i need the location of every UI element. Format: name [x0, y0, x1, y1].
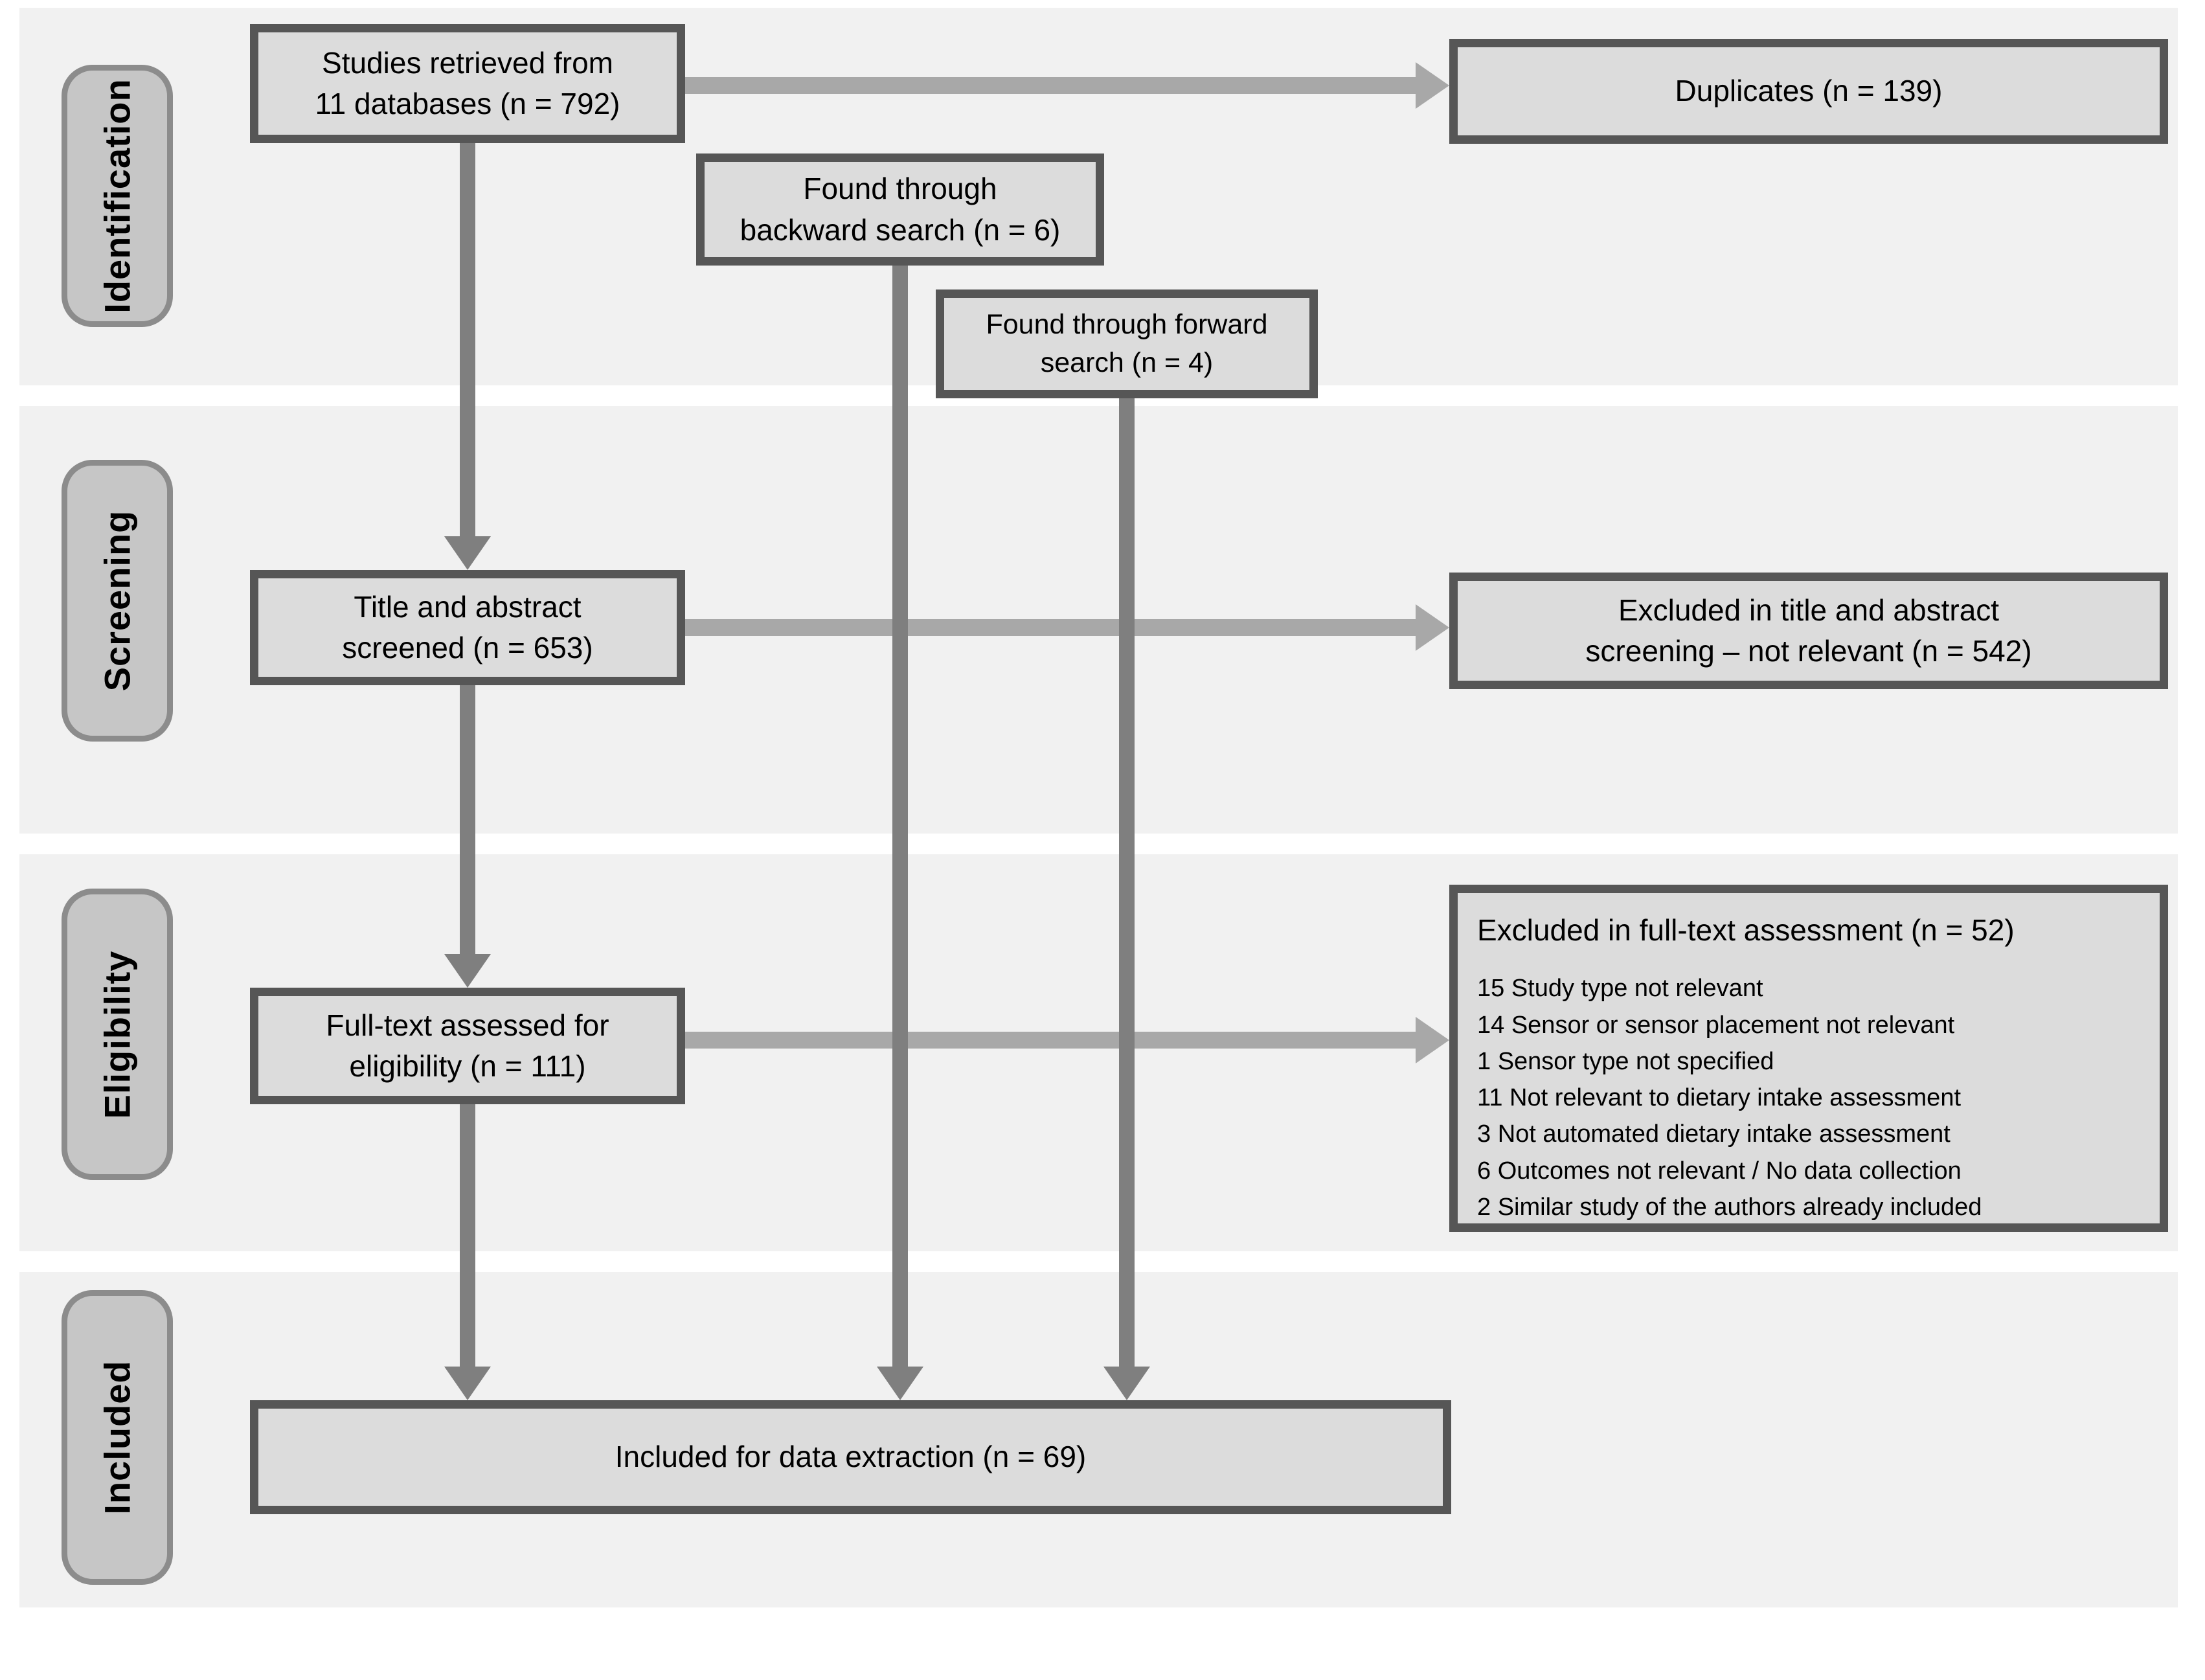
box-backward-search-line1: Found through: [803, 172, 997, 206]
box-included-data-extraction-line1: Included for data extraction (n = 69): [615, 1440, 1087, 1474]
box-studies-retrieved-line1: Studies retrieved from: [322, 45, 613, 80]
arrow-studies-to-duplicates: [680, 77, 1416, 94]
box-studies-retrieved-line2: 11 databases (n = 792): [315, 87, 620, 120]
excluded-reason-item: 6 Outcomes not relevant / No data collec…: [1477, 1157, 1962, 1185]
box-duplicates-line1: Duplicates (n = 139): [1675, 74, 1943, 108]
box-excluded-title-abstract-line2: screening – not relevant (n = 542): [1585, 634, 2032, 668]
excluded-reason-item: 11 Not relevant to dietary intake assess…: [1477, 1084, 1962, 1112]
box-backward-search-line2: backward search (n = 6): [740, 212, 1061, 247]
arrow-forward-search-to-included-arrowhead: [1103, 1367, 1150, 1400]
box-included-data-extraction: Included for data extraction (n = 69): [250, 1400, 1451, 1514]
box-title-abstract-screened-line1: Title and abstract: [354, 589, 582, 624]
arrow-title-screened-to-fulltext: [460, 683, 475, 956]
phase-label-identification-text: Identification: [96, 78, 138, 313]
arrow-title-screened-to-excluded: [680, 619, 1416, 636]
arrow-backward-search-to-included-arrowhead: [877, 1367, 923, 1400]
phase-label-included: Included: [62, 1290, 173, 1585]
excluded-reason-item: 15 Study type not relevant: [1477, 975, 1763, 1003]
box-backward-search: Found through backward search (n = 6): [696, 153, 1104, 266]
arrow-backward-search-to-included: [892, 264, 908, 1367]
phase-label-identification: Identification: [62, 65, 173, 327]
excluded-reason-item: 1 Sensor type not specified: [1477, 1047, 1774, 1075]
arrow-fulltext-to-included-arrowhead: [444, 1367, 491, 1400]
box-excluded-title-abstract-line1: Excluded in title and abstract: [1618, 593, 2000, 627]
box-fulltext-assessed: Full-text assessed for eligibility (n = …: [250, 988, 685, 1104]
arrow-fulltext-to-excluded: [680, 1032, 1416, 1049]
phase-label-eligibility: Eligibility: [62, 889, 173, 1180]
excluded-reason-item: 2 Similar study of the authors already i…: [1477, 1193, 1982, 1221]
box-excluded-title-abstract: Excluded in title and abstract screening…: [1449, 573, 2168, 689]
arrow-studies-to-title-screened-arrowhead: [444, 536, 491, 570]
arrow-forward-search-to-included: [1119, 397, 1135, 1367]
excluded-reason-item: 14 Sensor or sensor placement not releva…: [1477, 1011, 1955, 1039]
box-title-abstract-screened: Title and abstract screened (n = 653): [250, 570, 685, 685]
phase-label-screening: Screening: [62, 460, 173, 742]
phase-label-included-text: Included: [96, 1360, 138, 1515]
excluded-reason-item: 3 Not automated dietary intake assessmen…: [1477, 1120, 1951, 1148]
arrow-studies-to-title-screened: [460, 141, 475, 536]
box-duplicates: Duplicates (n = 139): [1449, 39, 2168, 144]
phase-label-screening-text: Screening: [96, 510, 138, 692]
arrow-fulltext-to-excluded-arrowhead: [1416, 1017, 1449, 1063]
arrow-studies-to-duplicates-arrowhead: [1416, 62, 1449, 109]
phase-label-eligibility-text: Eligibility: [96, 950, 138, 1118]
box-title-abstract-screened-line2: screened (n = 653): [342, 631, 593, 664]
box-studies-retrieved: Studies retrieved from 11 databases (n =…: [250, 24, 685, 143]
box-excluded-fulltext: Excluded in full-text assessment (n = 52…: [1449, 885, 2168, 1232]
arrow-fulltext-to-included: [460, 1102, 475, 1367]
box-fulltext-assessed-line2: eligibility (n = 111): [349, 1049, 586, 1083]
box-fulltext-assessed-line1: Full-text assessed for: [326, 1008, 609, 1042]
arrow-title-screened-to-fulltext-arrowhead: [444, 954, 491, 988]
arrow-title-screened-to-excluded-arrowhead: [1416, 604, 1449, 651]
box-forward-search: Found through forward search (n = 4): [936, 289, 1318, 398]
box-forward-search-line2: search (n = 4): [1040, 347, 1214, 378]
box-excluded-fulltext-header: Excluded in full-text assessment (n = 52…: [1477, 913, 2015, 947]
box-forward-search-line1: Found through forward: [986, 308, 1268, 340]
